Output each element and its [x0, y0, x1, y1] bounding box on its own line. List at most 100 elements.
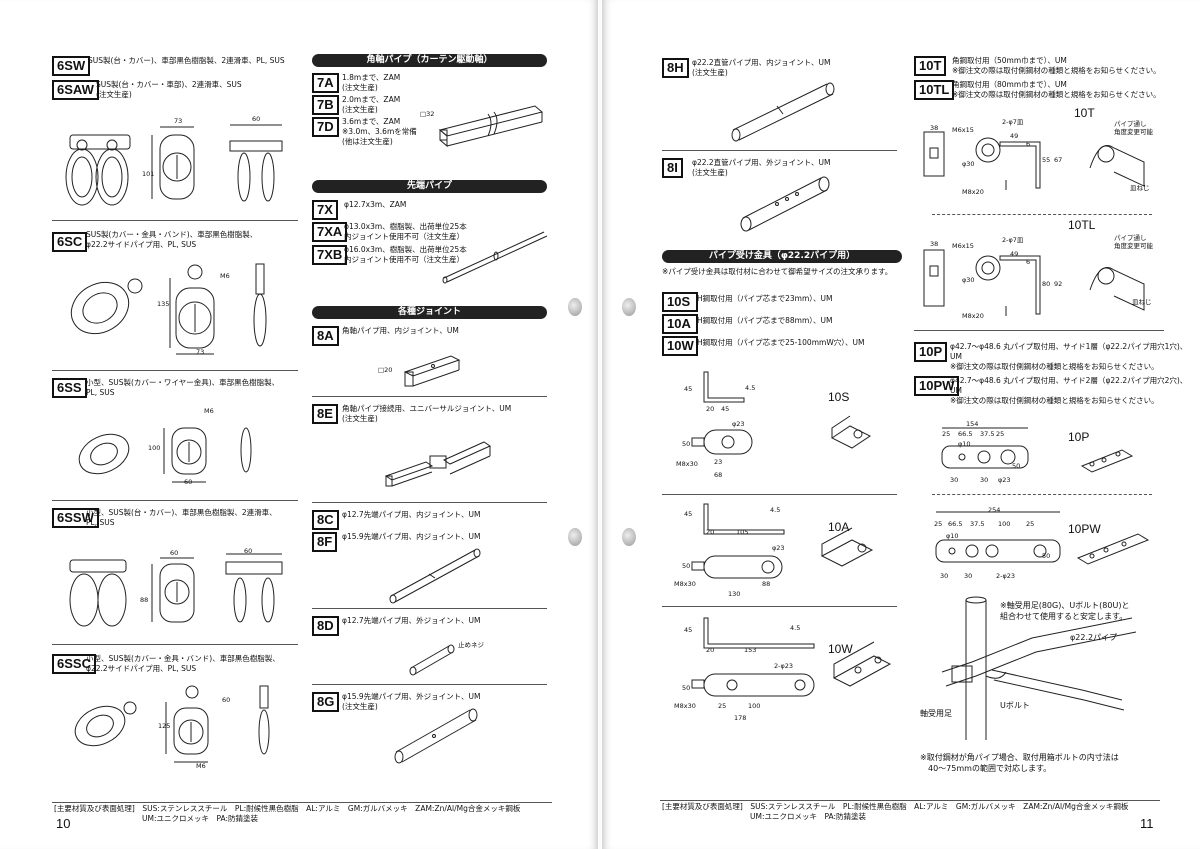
- desc-7b: 2.0mまで、ZAM (注文生産): [342, 95, 401, 114]
- dim-10p-30: 30: [950, 476, 959, 484]
- footer-materials: [主要材質及び表面処理] SUS:ステンレススチール PL:耐候性黒色樹脂 AL…: [662, 802, 1129, 811]
- code-7xb: 7XB: [312, 245, 348, 265]
- drawing-10tl: [923, 249, 1145, 316]
- dim-10tl-phi7: 2-φ7皿: [1002, 236, 1024, 244]
- dim-10a-50: 50: [682, 562, 691, 570]
- dim-10p-154: 154: [966, 420, 979, 428]
- label-10pw: 10PW: [1068, 522, 1101, 536]
- divider: [662, 150, 897, 151]
- note-assembly: ※軸受用足(80G)、Uボルト(80U)と 組合わせて使用すると安定します。: [1000, 601, 1130, 621]
- dim-10pw-25: 25: [934, 520, 943, 528]
- note-10t-pipe: パイプ通し 角度変更可能: [1114, 120, 1153, 136]
- dim-6ss-100: 100: [148, 444, 161, 452]
- dim-10p-66: 66.5: [958, 430, 973, 438]
- dim-6sw-73: 73: [174, 117, 183, 125]
- dim-6sw-60: 60: [252, 115, 261, 123]
- drawing-8e: [384, 441, 492, 487]
- footer-materials-2: UM:ユニクロメッキ PA:防錆塗装: [750, 812, 867, 821]
- left-page: 6SW SUS製(台・カバー)、車部黒色樹脂製、2連滑車、PL, SUS 6SA…: [0, 0, 598, 849]
- section-header-x: 先端パイプ: [312, 180, 547, 193]
- desc-10w: H鋼取付用（パイプ芯まで25-100mmW穴）、UM: [697, 338, 865, 347]
- footer-rule: [52, 802, 552, 803]
- dim-10t-67: 67: [1054, 156, 1063, 164]
- dim-10p-phi10: φ10: [958, 440, 971, 448]
- code-8a: 8A: [312, 326, 339, 346]
- item-10pw: 10PW φ42.7〜φ48.6 丸パイプ取付用、サイド2層（φ22.2パイプ用…: [914, 376, 1187, 405]
- drawing-8d: [409, 644, 455, 676]
- divider: [914, 330, 1164, 331]
- codes-10: 10S 10A 10W: [662, 292, 698, 356]
- dim-10pw-37: 37.5: [970, 520, 985, 528]
- dim-10s-phi23: φ23: [732, 420, 745, 428]
- dim-7-sq32: □32: [420, 110, 435, 118]
- code-6saw: 6SAW: [52, 80, 99, 100]
- divider-dashed: [932, 214, 1152, 215]
- desc-8h: φ22.2直管パイプ用、内ジョイント、UM (注文生産): [692, 58, 831, 77]
- note-10t-bolt: 皿ねじ: [1130, 184, 1150, 192]
- drawing-8i: [740, 176, 830, 232]
- desc-6ss: 小型、SUS製(カバー・ワイヤー金具)、車部黒色樹脂製、 PL, SUS: [86, 378, 280, 397]
- desc-8i: φ22.2直管パイプ用、外ジョイント、UM (注文生産): [692, 158, 831, 177]
- code-8e: 8E: [312, 404, 338, 424]
- dim-10t-6: 6: [1026, 140, 1031, 148]
- code-6sc: 6SC: [52, 232, 88, 252]
- label-10t: 10T: [1074, 106, 1095, 120]
- drawing-8c: [389, 548, 481, 604]
- desc-6ssw: 小型、SUS製(台・カバー)、車部黒色樹脂製、2連滑車、 PL, SUS: [86, 508, 277, 527]
- label-10p: 10P: [1068, 430, 1090, 444]
- divider: [52, 644, 298, 645]
- dim-10t-m6: M6x15: [952, 126, 974, 134]
- code-8g: 8G: [312, 692, 340, 712]
- dim-10a-m8: M8x30: [674, 580, 696, 588]
- item-6sw: 6SW SUS製(台・カバー)、車部黒色樹脂製、2連滑車、PL, SUS: [52, 56, 285, 76]
- dim-10w-20: 20: [706, 646, 715, 654]
- dim-6sc-135: 135: [157, 300, 170, 308]
- desc-10s: H鋼取付用（パイプ芯まで23mm）、UM: [697, 294, 833, 303]
- label-10tl: 10TL: [1068, 218, 1096, 232]
- desc-8d: φ12.7先端パイプ用、外ジョイント、UM: [342, 616, 481, 625]
- dim-10p-25b: 25: [996, 430, 1005, 438]
- dim-6ssw-88: 88: [140, 596, 149, 604]
- dim-10s-23: 23: [714, 458, 723, 466]
- code-8h: 8H: [662, 58, 689, 78]
- desc-10a: H鋼取付用（パイプ芯まで88mm）、UM: [697, 316, 833, 325]
- dim-10a-20: 20: [706, 528, 715, 536]
- label-pipe-22: φ22.2パイプ: [1070, 633, 1118, 642]
- dim-10a-88: 88: [762, 580, 771, 588]
- dim-10tl-92: 92: [1054, 280, 1063, 288]
- dim-10w-50: 50: [682, 684, 691, 692]
- dim-6sc-73: 73: [196, 348, 205, 356]
- page-number-right: 11: [1140, 816, 1154, 831]
- binder-hole: [622, 528, 636, 546]
- dim-10a-45: 45: [684, 510, 693, 518]
- label-10a: 10A: [828, 520, 850, 534]
- note-10: ※パイプ受け金具は取付材に合わせて御希望サイズの注文承ります。: [662, 267, 893, 276]
- code-10p: 10P: [914, 342, 948, 362]
- dim-10tl-m8: M8x20: [962, 312, 984, 320]
- code-7xa: 7XA: [312, 222, 348, 242]
- dim-10s-20: 20: [706, 405, 715, 413]
- code-8f: 8F: [312, 532, 338, 552]
- dim-10a-130: 130: [728, 590, 741, 598]
- drawing-8h: [731, 82, 835, 142]
- right-page: 8H φ22.2直管パイプ用、内ジョイント、UM (注文生産) 8I φ22.2…: [602, 0, 1200, 849]
- code-8d: 8D: [312, 616, 339, 636]
- dim-10s-4.5: 4.5: [745, 384, 756, 392]
- desc-6sw: SUS製(台・カバー)、車部黒色樹脂製、2連滑車、PL, SUS: [88, 56, 285, 65]
- dim-10w-153: 153: [744, 646, 757, 654]
- dim-10t-38: 38: [930, 124, 939, 132]
- desc-7d: 3.6mまで、ZAM ※3.0m、3.6mを常備 (他は注文生産): [342, 117, 417, 146]
- dim-10a-phi23: φ23: [772, 544, 785, 552]
- dim-10w-25: 25: [718, 702, 727, 710]
- dim-10s-45: 45: [684, 385, 693, 393]
- dim-6ssw-60: 60: [170, 549, 179, 557]
- item-6saw: 6SAW SUS製(台・カバー・車部)、2連滑車、SUS (注文生産): [52, 80, 242, 100]
- note-bottom: ※取付鋼材が角パイプ場合、取付用箱ボルトの内寸法は 40〜75mmの範囲で対応し…: [920, 753, 1119, 773]
- drawing-6ssc: [74, 685, 270, 763]
- drawing-6ss: [78, 427, 252, 483]
- dim-10t-phi7: 2-φ7皿: [1002, 118, 1024, 126]
- dim-10t-49: 49: [1010, 132, 1019, 140]
- footer-materials-2: UM:ユニクロメッキ PA:防錆塗装: [142, 814, 259, 823]
- item-8d: 8D φ12.7先端パイプ用、外ジョイント、UM: [312, 616, 480, 636]
- dim-10pw-30: 30: [940, 572, 949, 580]
